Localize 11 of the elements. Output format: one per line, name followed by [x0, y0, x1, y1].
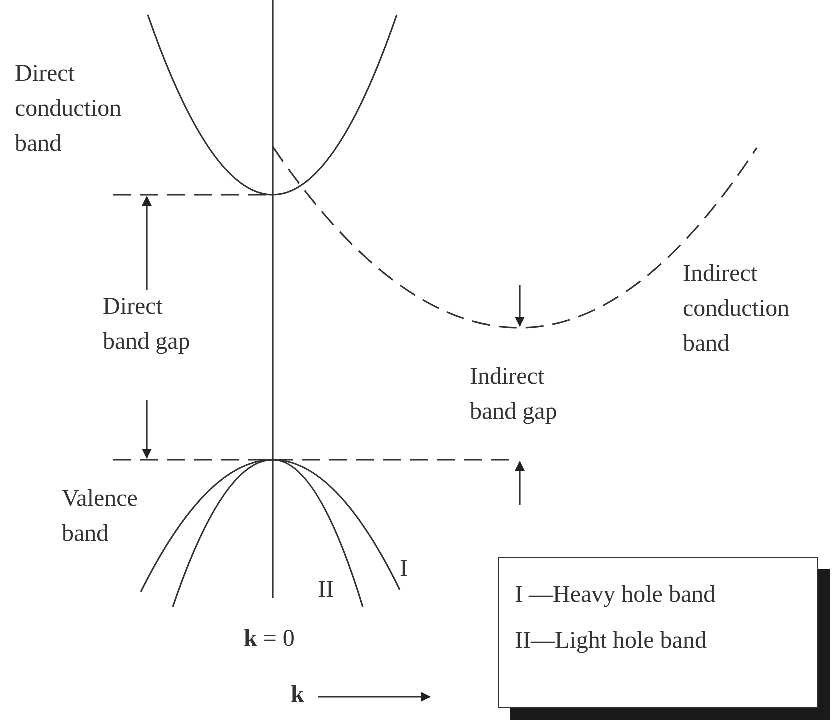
key-entry: II—Light hole band — [515, 627, 708, 656]
band-label: Direct conduction band — [15, 60, 123, 159]
band-index-label: II — [318, 576, 335, 605]
band-index-label: I — [400, 555, 409, 584]
gap-label: Indirect band gap — [470, 363, 558, 427]
axis-label: k — [291, 681, 306, 710]
gap-label: Direct band gap — [103, 293, 192, 357]
band-label: Valence band — [62, 485, 139, 549]
axis-value-label: k = 0 — [244, 625, 296, 654]
band-label: Indirect conduction band — [683, 260, 791, 359]
key-entry: I —Heavy hole band — [515, 581, 717, 610]
